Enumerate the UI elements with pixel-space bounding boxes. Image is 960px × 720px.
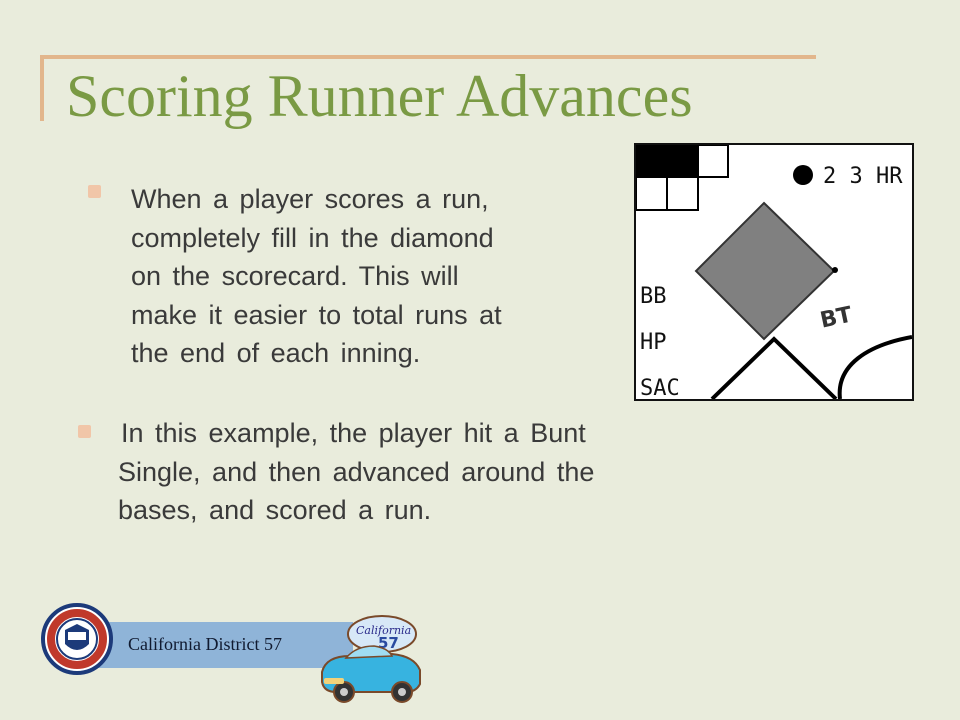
scorecard-box: 2 3 HR BB HP SAC BT xyxy=(634,143,914,401)
california-57-car-logo-icon: California 57 xyxy=(321,615,421,703)
bullet-marker xyxy=(88,185,101,198)
footer-bar xyxy=(98,622,353,668)
svg-text:57: 57 xyxy=(378,634,399,652)
count-box xyxy=(666,176,699,211)
scorecard-drawing: 2 3 HR BB HP SAC BT xyxy=(635,144,913,401)
outfield-arc xyxy=(837,335,913,400)
bullet-marker xyxy=(78,425,91,438)
svg-text:California: California xyxy=(356,624,411,637)
first-base-dot xyxy=(832,267,838,273)
play-label-bt: BT xyxy=(818,303,854,334)
title-frame-left-line xyxy=(40,55,44,121)
count-box xyxy=(697,144,729,178)
count-box xyxy=(635,176,668,211)
bullet-line: Single, and then advanced around the xyxy=(118,456,595,487)
bullet-line: When a player scores a run, xyxy=(131,184,489,214)
count-boxes-filled xyxy=(636,145,698,177)
footer-org-name: California District 57 xyxy=(128,634,282,654)
bullet-line: the end of each inning. xyxy=(131,338,421,368)
base-labels: 2 3 HR xyxy=(823,164,903,189)
out-dot-icon xyxy=(793,165,813,185)
bullet-text-example: In this example, the player hit a Bunt S… xyxy=(118,414,738,530)
bullet-line: completely fill in the diamond xyxy=(131,222,494,253)
title-frame-top-line xyxy=(40,55,816,59)
label-bb: BB xyxy=(640,284,667,309)
bullet-line: In this example, the player hit a Bunt xyxy=(121,418,586,448)
bullet-text-scoring-instruction: When a player scores a run, completely f… xyxy=(131,180,591,373)
slide-title: Scoring Runner Advances xyxy=(66,63,693,129)
label-hp: HP xyxy=(640,330,667,355)
little-league-badge-icon xyxy=(41,603,113,675)
home-plate-lines xyxy=(710,336,838,401)
bullet-line: bases, and scored a run. xyxy=(118,495,432,525)
filled-diamond-icon xyxy=(694,201,836,341)
label-sac: SAC xyxy=(640,376,680,399)
bullet-line: on the scorecard. This will xyxy=(131,261,459,291)
bullet-line: make it easier to total runs at xyxy=(131,299,502,330)
